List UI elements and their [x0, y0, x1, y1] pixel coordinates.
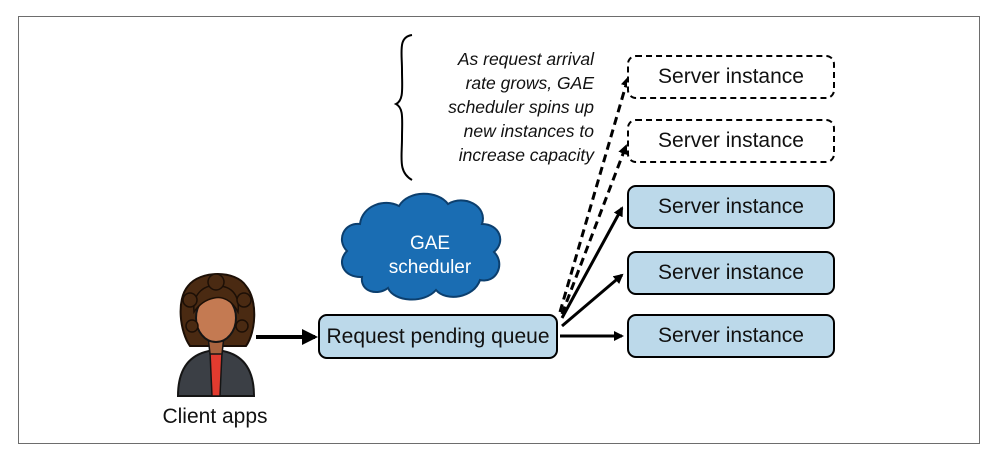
arrow-queue-to-server-3 — [560, 206, 624, 319]
server-instance-new-2: Server instance — [627, 119, 835, 163]
annotation-line: new instances to — [463, 121, 594, 141]
gae-scheduler-cloud — [341, 192, 502, 301]
server-instance-5: Server instance — [627, 314, 835, 358]
arrow-queue-to-server-4 — [561, 273, 624, 328]
server-instance-4: Server instance — [627, 251, 835, 295]
client-apps-label: Client apps — [162, 405, 268, 428]
annotation-line: rate grows, GAE — [465, 73, 594, 93]
server-instance-new-1: Server instance — [627, 55, 835, 99]
scheduler-label-line: scheduler — [388, 257, 472, 278]
server-instance-3: Server instance — [627, 185, 835, 229]
arrow-queue-to-server-2 — [560, 144, 628, 315]
arrow-queue-to-server-1 — [558, 76, 631, 313]
annotation-line: increase capacity — [458, 145, 594, 165]
annotation-brace — [393, 34, 413, 181]
request-pending-queue: Request pending queue — [318, 314, 558, 359]
scaling-annotation: As request arrival rate grows, GAE sched… — [426, 47, 594, 167]
client-person-icon — [176, 273, 256, 397]
scheduler-label: GAE scheduler — [380, 232, 480, 280]
scheduler-label-line: GAE — [409, 233, 451, 254]
annotation-line: scheduler spins up — [448, 97, 594, 117]
annotation-line: As request arrival — [457, 49, 594, 69]
